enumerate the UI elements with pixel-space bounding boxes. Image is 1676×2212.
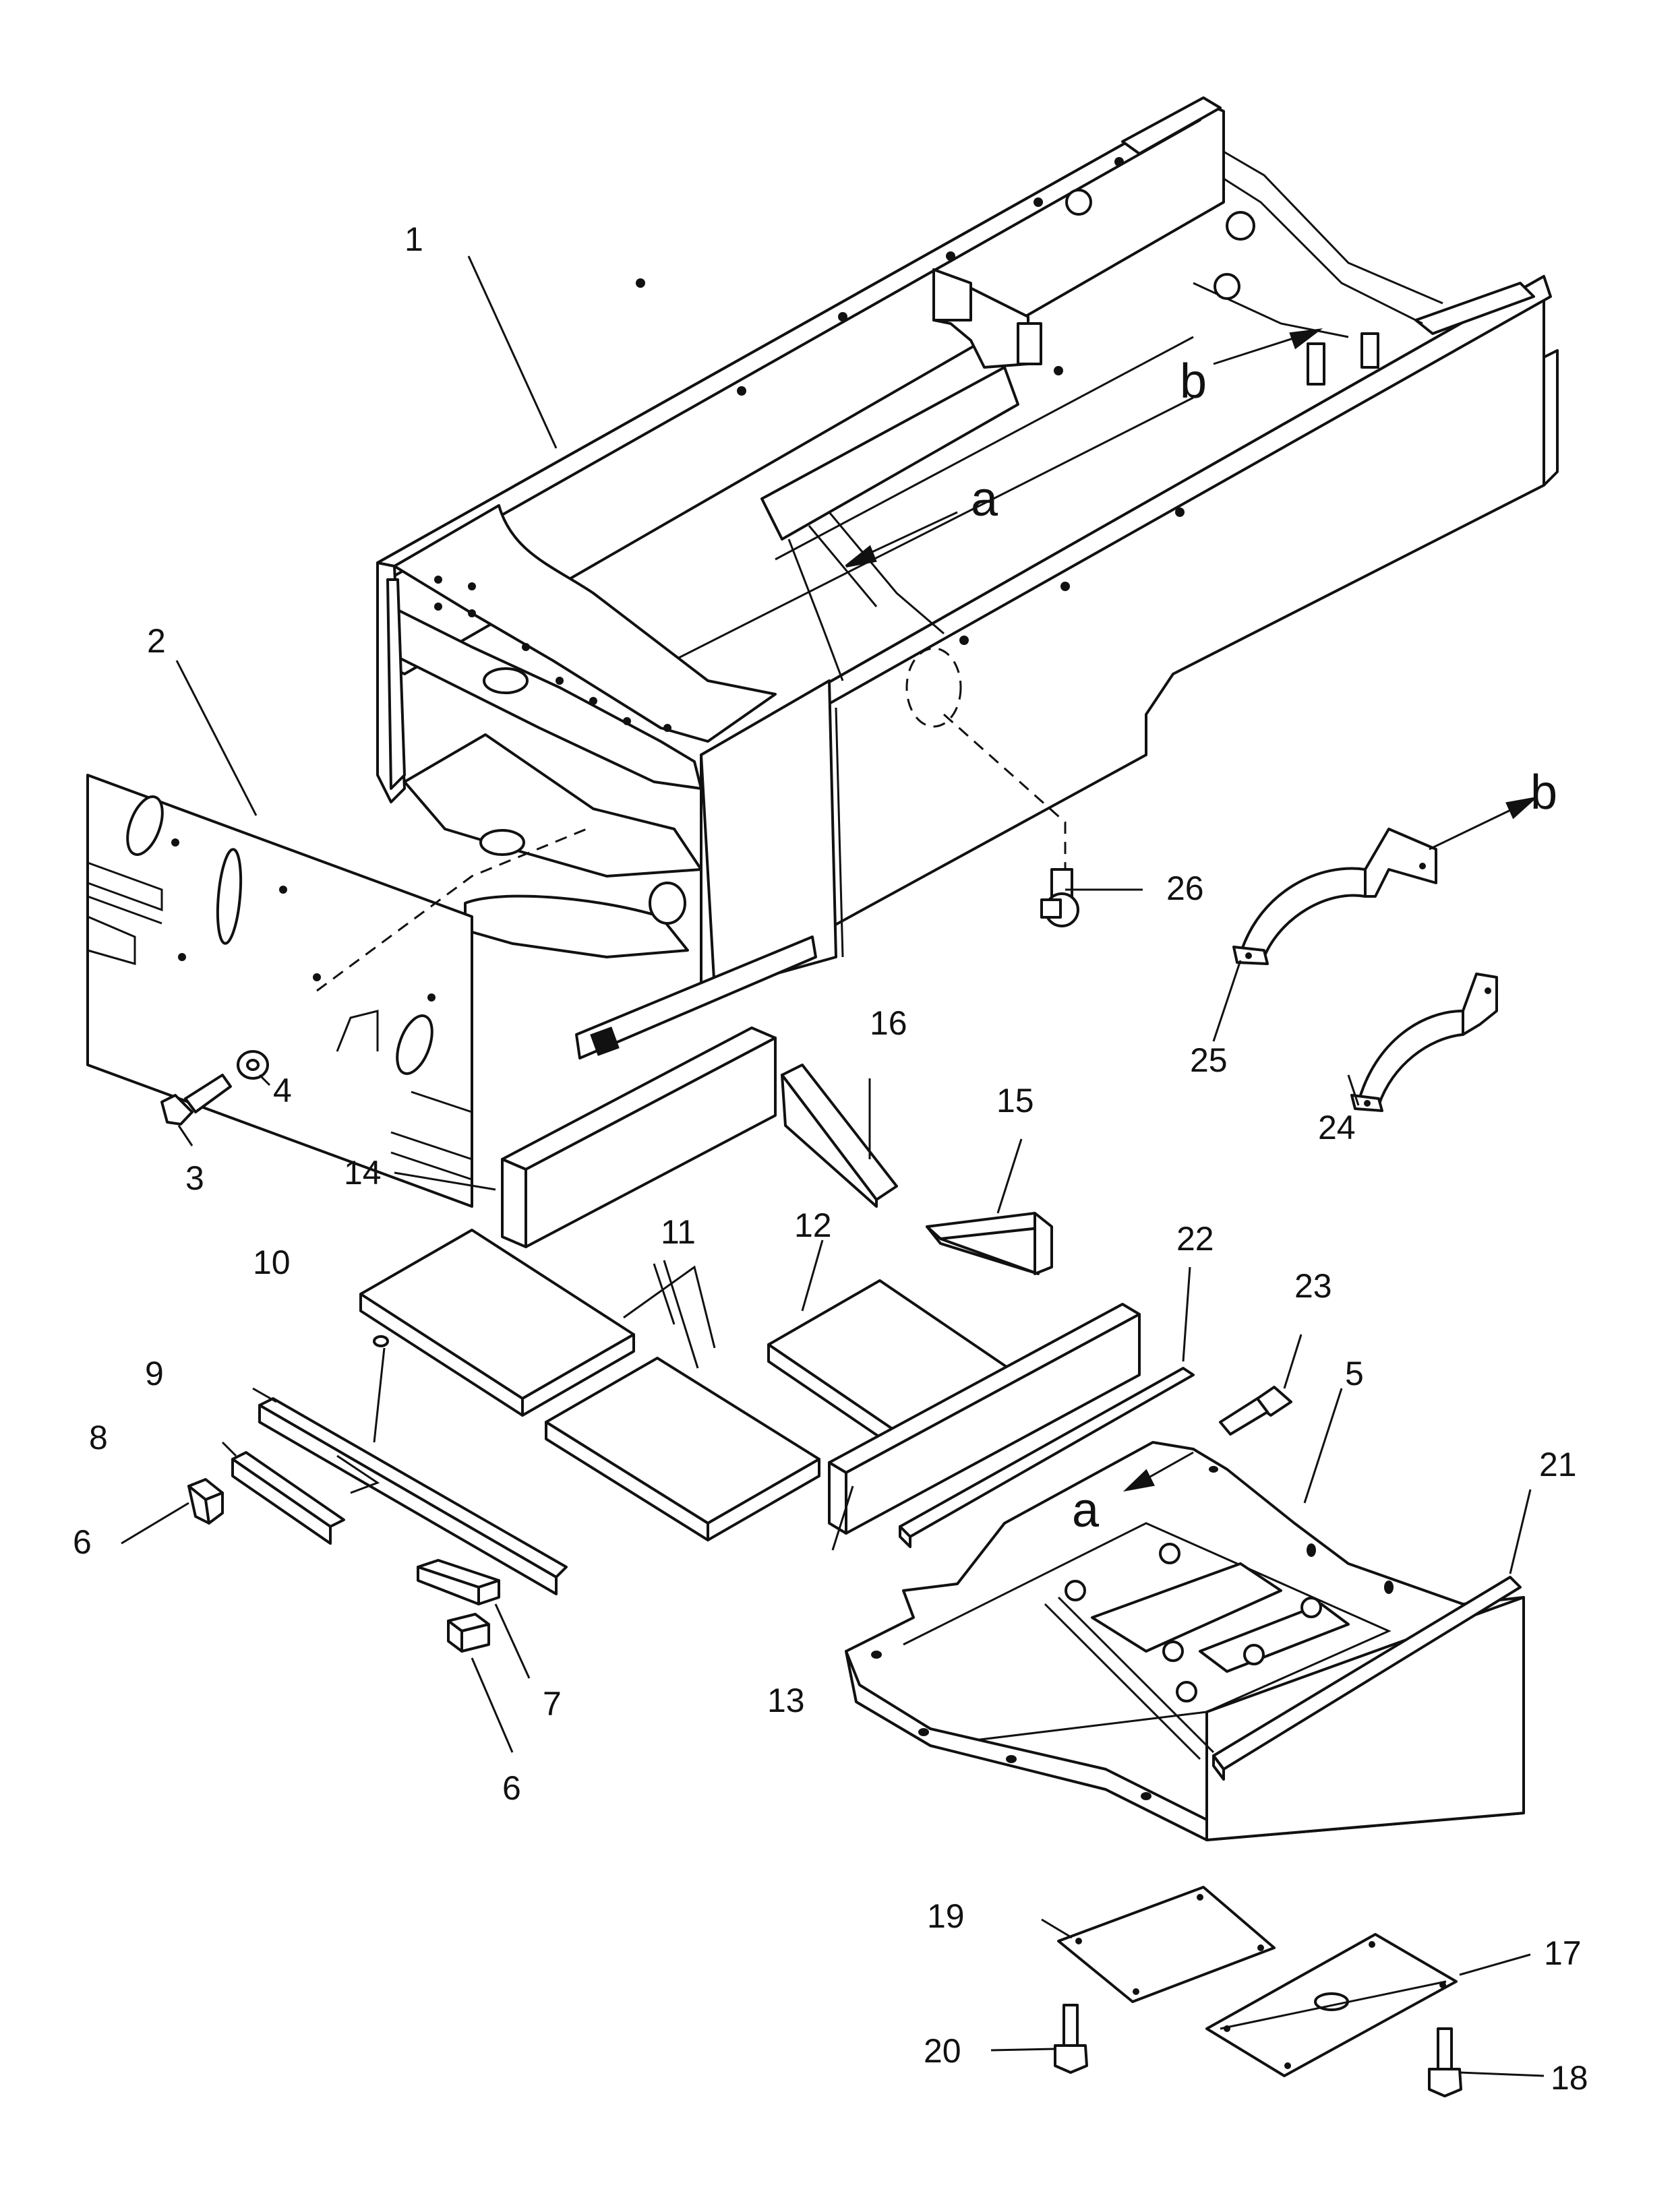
callout-4: 4 (273, 1072, 292, 1109)
leader-lines (121, 255, 1545, 2077)
wedge-7 (417, 1559, 500, 1605)
strip-22 (899, 1367, 1195, 1548)
callout-6a: 6 (73, 1523, 92, 1561)
callout-17: 17 (1544, 1934, 1582, 1972)
grease-fitting (1040, 868, 1079, 927)
callout-15: 15 (996, 1082, 1034, 1119)
callout-9: 9 (145, 1355, 164, 1392)
callout-19: 19 (927, 1897, 965, 1935)
clamp-24 (1350, 973, 1498, 1112)
reference-arrows (845, 328, 1538, 1492)
callout-26: 26 (1166, 869, 1204, 907)
bolt-23 (1219, 1386, 1292, 1436)
ballast-block-14 (501, 1026, 777, 1248)
slab-middle (545, 1357, 820, 1541)
callout-21: 21 (1539, 1446, 1577, 1483)
callout-13: 13 (767, 1682, 805, 1719)
callout-10: 10 (253, 1243, 291, 1281)
bolt (160, 1074, 232, 1126)
under-cover (845, 1441, 1525, 1841)
strip-21 (1212, 1576, 1522, 1781)
callout-1: 1 (405, 220, 423, 258)
reference-letters: a b b a (971, 355, 1557, 1537)
ref-a-frame: a (971, 472, 998, 526)
cover-plate-17 (1205, 1933, 1458, 2077)
ballast-block-13 (828, 1303, 1141, 1535)
callout-18: 18 (1551, 2059, 1588, 2097)
block-6-lower (447, 1613, 490, 1653)
bolt-18 (1428, 2027, 1462, 2097)
callout-12: 12 (794, 1206, 832, 1244)
callout-7: 7 (543, 1685, 562, 1723)
callout-numbers: 1 2 3 4 5 6 6 7 8 9 10 11 12 13 14 15 16… (73, 220, 1588, 2097)
callout-22: 22 (1176, 1220, 1214, 1258)
bar-8 (231, 1451, 345, 1545)
cover-plate-19 (1057, 1886, 1276, 2003)
callout-25: 25 (1190, 1041, 1228, 1079)
callout-24: 24 (1318, 1109, 1356, 1146)
callout-16: 16 (870, 1004, 907, 1042)
wedge-15 (926, 1212, 1053, 1275)
ref-b-clamp: b (1530, 766, 1557, 820)
bolt-20 (1054, 2004, 1088, 2074)
callout-3: 3 (185, 1159, 204, 1197)
main-frame (376, 96, 1559, 1059)
callout-23: 23 (1294, 1267, 1332, 1305)
callout-2: 2 (147, 622, 166, 660)
bar-9 (258, 1397, 568, 1595)
block-6-upper (187, 1478, 224, 1525)
ref-a-cover: a (1072, 1483, 1100, 1537)
ref-b-frame: b (1180, 355, 1207, 408)
wedge-16 (781, 1064, 898, 1208)
callout-20: 20 (924, 2032, 961, 2070)
callout-8: 8 (89, 1419, 108, 1456)
front-plate (86, 774, 587, 1208)
callout-14: 14 (344, 1154, 382, 1192)
clamp-25 (1232, 828, 1437, 965)
rivet-holes (434, 157, 1185, 732)
callout-6b: 6 (502, 1769, 521, 1807)
slab-left (359, 1229, 635, 1417)
shim-plate (623, 1265, 716, 1349)
callout-5: 5 (1345, 1355, 1364, 1392)
washer-10 (373, 1335, 389, 1347)
callout-11: 11 (661, 1213, 696, 1251)
washer (237, 1050, 269, 1080)
